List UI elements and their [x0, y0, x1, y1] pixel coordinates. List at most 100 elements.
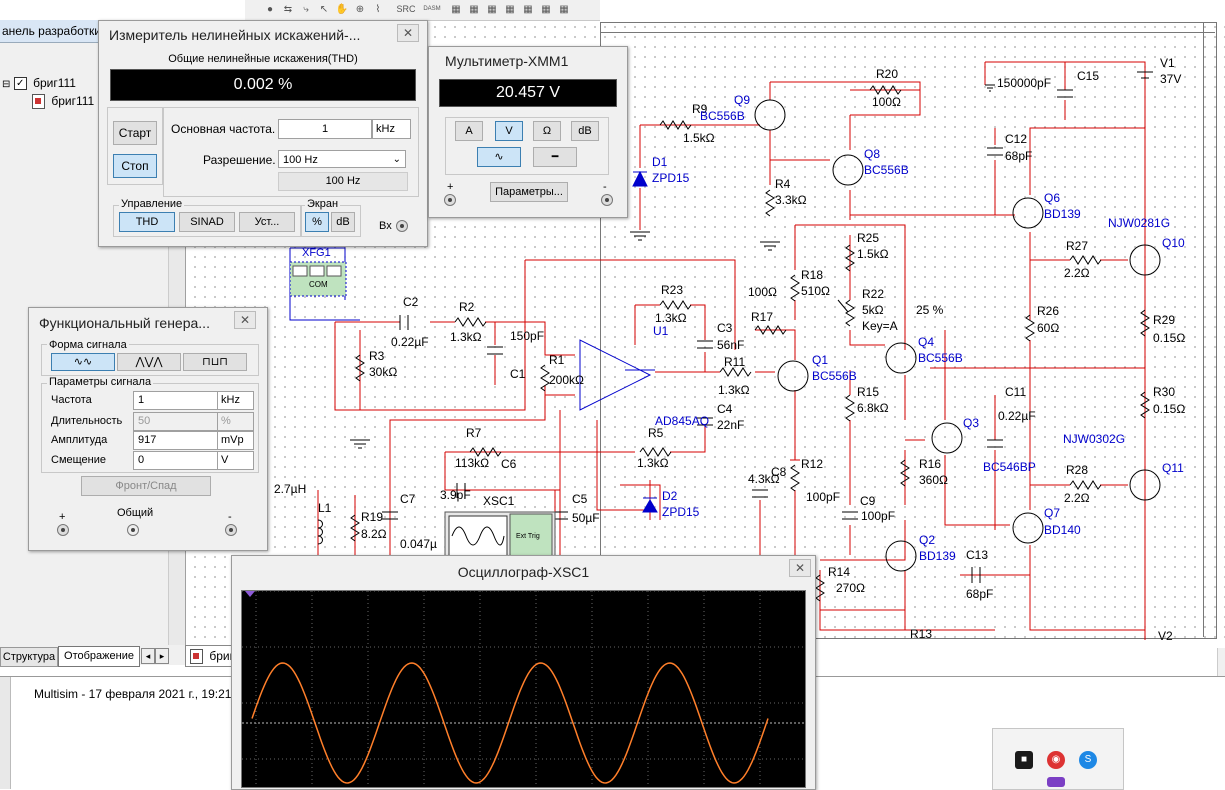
zoom-icon[interactable]: ⊕: [355, 4, 365, 15]
tab-display[interactable]: Отображение: [58, 646, 140, 667]
wire-icon[interactable]: ⤷: [303, 4, 309, 15]
circuit-label: 0.22µF: [998, 409, 1036, 423]
circuit-label: R16: [919, 457, 941, 471]
frequency-input[interactable]: 1: [133, 391, 219, 410]
minus-terminal[interactable]: [225, 524, 237, 536]
sine-wave-button[interactable]: ∿∿: [51, 353, 115, 371]
tree-item-project[interactable]: ⊟ ✓ бриг111: [2, 76, 76, 91]
plus-terminal[interactable]: [444, 194, 456, 206]
duty-cycle-input[interactable]: 50: [133, 412, 219, 431]
document-tab[interactable]: бриг: [185, 645, 237, 667]
schematic-doc-icon: [32, 94, 45, 110]
amplitude-input[interactable]: 917: [133, 431, 219, 450]
close-icon[interactable]: ✕: [397, 24, 419, 42]
circuit-label: R28: [1066, 463, 1088, 477]
tab-structure[interactable]: Структура: [0, 647, 58, 667]
tab-scroll-right-icon[interactable]: ▸: [155, 648, 169, 664]
ohmmeter-button[interactable]: Ω: [533, 121, 561, 141]
probe-icon[interactable]: ⌇: [375, 4, 381, 15]
close-icon[interactable]: ✕: [789, 559, 811, 577]
circuit-label: R4: [775, 177, 791, 191]
plus-terminal[interactable]: [57, 524, 69, 536]
circuit-label: BC556B: [918, 351, 963, 365]
amplitude-label: Амплитуда: [51, 434, 108, 446]
thd-button[interactable]: THD: [119, 212, 175, 232]
amplitude-unit[interactable]: mVp: [217, 431, 254, 450]
dasm-icon[interactable]: DASM: [423, 6, 441, 12]
schematic-doc-icon: [190, 649, 203, 665]
circuit-label: Q10: [1162, 236, 1185, 250]
table-icon[interactable]: ▦: [559, 4, 569, 15]
table-icon[interactable]: ▦: [451, 4, 461, 15]
table-icon[interactable]: ▦: [469, 4, 479, 15]
record-icon[interactable]: ●: [266, 4, 274, 15]
circuit-label: 1.3kΩ: [450, 330, 482, 344]
minus-terminal-label: -: [228, 511, 232, 523]
src-icon[interactable]: SRC: [396, 4, 416, 14]
tree-item-sheet[interactable]: бриг111: [32, 94, 94, 110]
start-button[interactable]: Старт: [113, 121, 157, 145]
oscilloscope-screen[interactable]: [241, 590, 806, 788]
common-terminal[interactable]: [127, 524, 139, 536]
triangle-wave-button[interactable]: ⋀⋁⋀: [117, 353, 181, 371]
percent-button[interactable]: %: [305, 212, 329, 232]
stop-button[interactable]: Стоп: [113, 154, 157, 178]
circuit-label: Q11: [1162, 461, 1184, 475]
dc-mode-button[interactable]: ━: [533, 147, 577, 167]
check-icon[interactable]: ✓: [13, 77, 27, 91]
circuit-label: Ext Trig: [516, 533, 540, 540]
signal-params-label: Параметры сигнала: [47, 376, 154, 388]
circuit-label: R25: [857, 231, 879, 245]
input-terminal[interactable]: [396, 220, 408, 232]
window-title: Осциллограф-XSC1: [457, 564, 590, 580]
circuit-label: 360Ω: [919, 473, 948, 487]
thd-display: 0.002 %: [110, 69, 416, 101]
voltmeter-button[interactable]: V: [495, 121, 523, 141]
parameters-button[interactable]: Параметры...: [490, 182, 568, 202]
circuit-label: Q8: [864, 147, 880, 161]
ac-mode-button[interactable]: ∿: [477, 147, 521, 167]
rise-fall-button[interactable]: Фронт/Спад: [81, 476, 211, 496]
plus-terminal-label: +: [59, 511, 66, 523]
skype-icon[interactable]: S: [1079, 751, 1097, 769]
close-icon[interactable]: ✕: [234, 311, 256, 329]
circuit-label: C2: [403, 295, 419, 309]
resolution-select[interactable]: 100 Hz ⌄: [278, 150, 406, 168]
table-icon[interactable]: ▦: [505, 4, 515, 15]
output-panel-gripper[interactable]: [0, 677, 11, 789]
settings-group: [163, 107, 419, 197]
table-icon[interactable]: ▦: [487, 4, 497, 15]
circuit-label: R11: [724, 355, 745, 369]
circuit-label: 200kΩ: [549, 373, 584, 387]
fundamental-unit[interactable]: kHz: [372, 119, 411, 139]
square-wave-button[interactable]: ⊓⊔⊓: [183, 353, 247, 371]
offset-unit[interactable]: V: [217, 451, 254, 470]
circuit-label: 30kΩ: [369, 365, 397, 379]
app-icon[interactable]: [1047, 777, 1065, 787]
canvas-scrollbar[interactable]: [1217, 648, 1225, 676]
ammeter-button[interactable]: A: [455, 121, 483, 141]
connect-icon[interactable]: ⇆: [283, 4, 293, 15]
sine-wave-icon: ∿: [494, 151, 504, 163]
antivirus-icon[interactable]: ◉: [1047, 751, 1065, 769]
nvidia-icon[interactable]: ■: [1015, 751, 1033, 769]
frequency-unit[interactable]: kHz: [217, 391, 254, 410]
minus-terminal[interactable]: [601, 194, 613, 206]
table-icon[interactable]: ▦: [541, 4, 551, 15]
thd-heading: Общие нелинейные искажения(THD): [168, 53, 358, 65]
chevron-down-icon[interactable]: ⌄: [392, 154, 401, 165]
table-icon[interactable]: ▦: [523, 4, 533, 15]
circuit-label: 1.5kΩ: [683, 131, 715, 145]
fundamental-input[interactable]: 1: [278, 119, 372, 139]
db-button[interactable]: dB: [331, 212, 355, 232]
tab-scroll-left-icon[interactable]: ◂: [141, 648, 155, 664]
sinad-button[interactable]: SINAD: [179, 212, 235, 232]
offset-input[interactable]: 0: [133, 451, 219, 470]
circuit-label: 0.22µF: [391, 335, 429, 349]
hand-icon[interactable]: ✋: [335, 4, 349, 15]
duty-cycle-unit[interactable]: %: [217, 412, 254, 431]
settings-button[interactable]: Уст...: [239, 212, 295, 232]
decibel-button[interactable]: dB: [571, 121, 599, 141]
cursor-icon[interactable]: ↖: [319, 4, 329, 15]
circuit-label: 68pF: [966, 587, 993, 601]
